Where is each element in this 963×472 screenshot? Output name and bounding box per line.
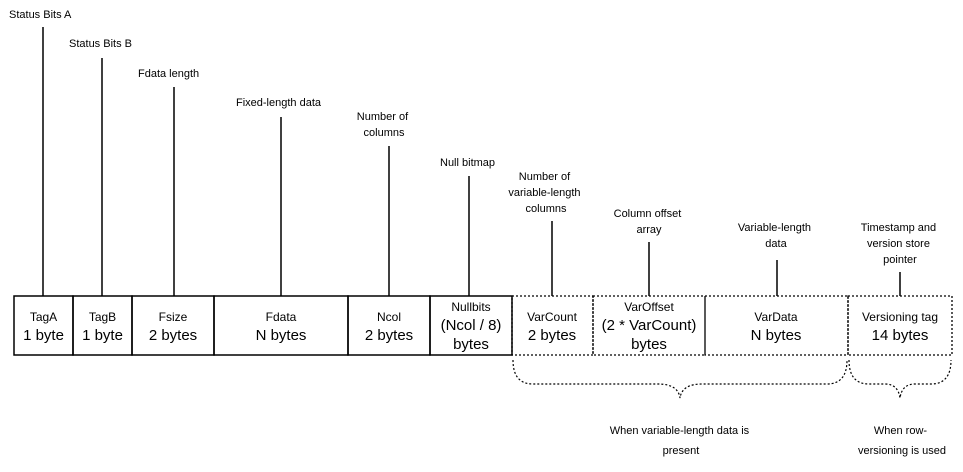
brace-versioning (848, 359, 952, 399)
field-name-nullbits: Nullbits (451, 300, 490, 314)
field-name-versioning: Versioning tag (862, 310, 938, 324)
cell-ncol (347, 295, 431, 356)
annotation-number-of-var-columns: Number of variable-length columns (508, 171, 583, 215)
field-size-nullbits-line2: bytes (453, 336, 489, 353)
field-size-versioning: 14 bytes (872, 327, 929, 344)
cell-nullbits (429, 295, 513, 356)
field-size-nullbits-line1: (Ncol / 8) (441, 317, 502, 334)
field-size-varoffset-line2: bytes (631, 336, 667, 353)
annotation-number-of-columns: Number of columns (357, 111, 411, 139)
cell-fsize (131, 295, 215, 356)
optional-row-cells (511, 295, 953, 356)
field-name-tagb: TagB (89, 310, 116, 324)
fixed-row-cells (13, 295, 513, 356)
cell-taga (13, 295, 74, 356)
cell-vardata (704, 295, 849, 356)
annotation-null-bitmap: Null bitmap (440, 157, 495, 169)
field-size-fsize: 2 bytes (149, 327, 197, 344)
field-name-ncol: Ncol (377, 310, 401, 324)
field-name-varcount: VarCount (527, 310, 577, 324)
annotation-column-offset-array: Column offset array (614, 208, 685, 236)
field-size-taga: 1 byte (23, 327, 64, 344)
field-size-tagb: 1 byte (82, 327, 123, 344)
annotation-status-bits-a: Status Bits A (9, 9, 72, 21)
brace-caption-versioning: When row- versioning is used (858, 425, 946, 457)
field-name-fdata: Fdata (266, 310, 297, 324)
brace-caption-variable-length: When variable-length data is present (610, 425, 752, 457)
annotation-fdata-length: Fdata length (138, 68, 199, 80)
field-size-varoffset-line1: (2 * VarCount) (602, 317, 697, 334)
field-size-varcount: 2 bytes (528, 327, 576, 344)
field-name-varoffset: VarOffset (624, 300, 674, 314)
brace-variable-length (512, 359, 848, 399)
field-name-taga: TagA (30, 310, 57, 324)
field-name-vardata: VarData (754, 310, 797, 324)
field-name-fsize: Fsize (159, 310, 188, 324)
cell-fdata (213, 295, 349, 356)
cell-versioning (847, 295, 953, 356)
cell-varcount (511, 295, 594, 356)
annotation-timestamp-pointer: Timestamp and version store pointer (861, 222, 939, 266)
annotation-fixed-length-data: Fixed-length data (236, 97, 322, 109)
annotation-variable-length-data: Variable-length data (738, 222, 814, 250)
field-size-vardata: N bytes (751, 327, 802, 344)
field-size-ncol: 2 bytes (365, 327, 413, 344)
cell-tagb (72, 295, 133, 356)
annotation-status-bits-b: Status Bits B (69, 38, 132, 50)
field-size-fdata: N bytes (256, 327, 307, 344)
cell-varoffset (592, 295, 706, 356)
